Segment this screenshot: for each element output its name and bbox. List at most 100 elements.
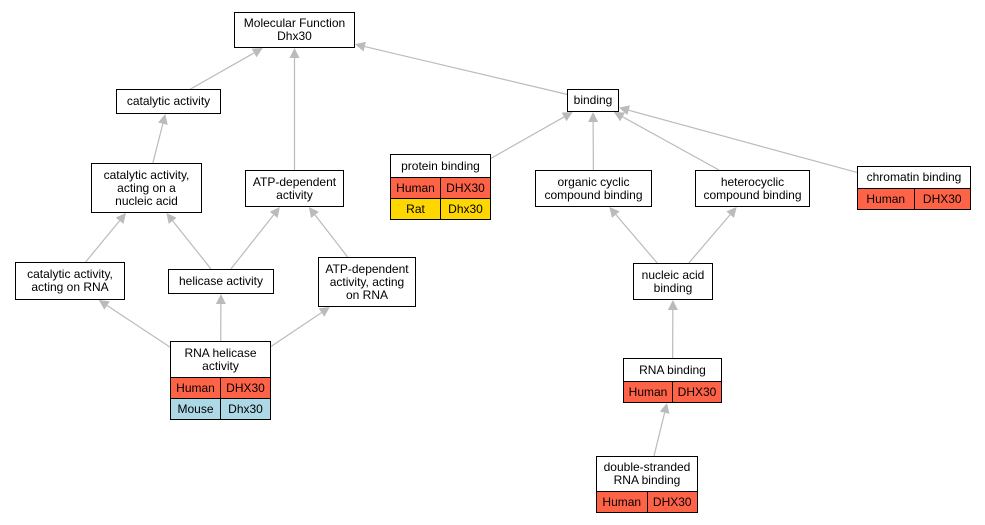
edge-ds_rna_binding-to-rna_binding: [653, 412, 666, 457]
node-rna-binding[interactable]: RNA binding: [623, 358, 722, 382]
arrowhead-binding-to-molecular_function: [355, 41, 366, 52]
node-label-line: double-stranded: [603, 460, 691, 474]
arrowhead-catalytic_activity-to-molecular_function: [251, 48, 263, 58]
node-label-line: catalytic activity,: [103, 167, 190, 182]
node-label-line: Dhx30: [277, 29, 312, 43]
arrowhead-atp_dependent-to-molecular_function: [289, 48, 300, 58]
node-label-line: acting on a: [117, 180, 176, 195]
annotation-table-rna-binding: Human DHX30: [623, 381, 722, 403]
node-label-line: heterocyclic: [720, 174, 785, 189]
node-label-line: catalytic activity,: [27, 267, 113, 281]
gene-cell: DHX30: [672, 382, 721, 402]
arrowhead-ds_rna_binding-to-rna_binding: [659, 403, 670, 414]
species-cell: Rat: [406, 202, 425, 216]
node-label-line: nucleic acid: [641, 267, 705, 282]
arrowhead-rna_helicase-to-helicase: [215, 294, 226, 305]
edge-binding-to-molecular_function: [364, 46, 568, 95]
edge-catalytic_nucleic-to-catalytic_activity: [152, 123, 164, 164]
species-cell: Mouse: [177, 402, 214, 416]
edge-rna_helicase-to-atp_dependent_rna: [270, 312, 322, 348]
gene-cell: Dhx30: [440, 199, 490, 219]
gene-cell: Dhx30: [220, 399, 270, 419]
node-label-line: activity: [202, 358, 239, 373]
species-cell: Human: [866, 192, 906, 206]
node-label-line: helicase activity: [178, 274, 264, 288]
node-label-line: nucleic acid: [115, 193, 178, 208]
node-label-line: binding: [573, 93, 613, 107]
edge-catalytic_activity-to-molecular_function: [190, 52, 255, 90]
annotation-row: Rat Dhx30: [391, 198, 490, 219]
node-catalytic-activity[interactable]: catalytic activity: [116, 89, 221, 114]
annotation-table-chromatin-binding: Human DHX30: [857, 188, 971, 210]
edge-atp_dependent_rna-to-atp_dependent: [314, 214, 349, 258]
gene-cell: DHX30: [646, 492, 698, 512]
node-label-line: ATP-dependent: [252, 174, 337, 189]
arrowhead-helicase-to-atp_dependent: [269, 207, 280, 218]
arrowhead-helicase-to-catalytic_nucleic: [166, 213, 177, 224]
annotation-row: Human DHX30: [391, 177, 490, 198]
edge-chromatin_binding-to-binding: [628, 109, 858, 174]
edge-nucleic_acid_binding-to-organic_cyclic: [615, 214, 658, 264]
arrowhead-rna_helicase-to-catalytic_rna: [98, 300, 110, 310]
annotation-row: Mouse Dhx30: [171, 398, 270, 419]
node-label-line: protein binding: [401, 158, 480, 173]
node-label-line: chromatin binding: [866, 170, 962, 184]
node-label-line: on RNA: [345, 287, 388, 302]
arrowhead-nucleic_acid_binding-to-heterocyclic: [726, 207, 737, 218]
edge-heterocyclic-to-binding: [622, 116, 720, 171]
species-cell: Human: [602, 495, 642, 509]
species-cell: Human: [628, 385, 668, 399]
node-label-line: Molecular Function: [243, 16, 346, 30]
node-label-line: activity: [276, 187, 313, 202]
node-binding[interactable]: binding: [567, 89, 619, 112]
edge-rna_helicase-to-catalytic_rna: [106, 305, 171, 348]
species-cell: Human: [396, 181, 435, 195]
node-label-line: compound binding: [703, 187, 802, 202]
edge-helicase-to-atp_dependent: [230, 214, 275, 270]
node-label-line: activity, acting: [329, 274, 405, 289]
node-label-line: RNA binding: [639, 362, 706, 377]
node-chromatin-binding[interactable]: chromatin binding: [857, 166, 971, 189]
node-label-line: RNA helicase: [184, 345, 257, 360]
node-label-line: catalytic activity: [126, 94, 211, 108]
annotation-table-double-stranded-rna-binding: Human DHX30: [596, 491, 698, 513]
annotation-row: Human DHX30: [858, 188, 970, 209]
edge-helicase-to-catalytic_nucleic: [172, 220, 212, 270]
arrowhead-organic_cyclic-to-binding: [588, 112, 599, 123]
node-label-line: binding: [653, 280, 693, 295]
gene-cell: DHX30: [440, 178, 490, 198]
annotation-row: Human DHX30: [597, 491, 697, 512]
node-catalytic-activity-rna[interactable]: catalytic activity,acting on RNA: [15, 262, 125, 300]
node-label-line: acting on RNA: [31, 280, 109, 294]
arrowhead-chromatin_binding-to-binding: [619, 105, 630, 116]
node-label-line: ATP-dependent: [325, 261, 409, 276]
node-protein-binding[interactable]: protein binding: [390, 154, 491, 178]
node-label-line: compound binding: [544, 187, 643, 202]
gene-cell: DHX30: [913, 189, 971, 209]
edge-catalytic_rna-to-catalytic_nucleic: [85, 220, 121, 263]
arrowhead-atp_dependent_rna-to-atp_dependent: [308, 207, 319, 218]
arrowhead-nucleic_acid_binding-to-organic_cyclic: [609, 207, 620, 218]
arrowhead-catalytic_rna-to-catalytic_nucleic: [115, 213, 126, 224]
node-helicase-activity[interactable]: helicase activity: [168, 269, 274, 294]
arrowhead-rna_binding-to-nucleic_acid_binding: [667, 300, 678, 311]
species-cell: Human: [176, 381, 215, 395]
edge-protein_binding-to-binding: [490, 116, 565, 159]
gene-cell: DHX30: [220, 378, 270, 398]
arrowhead-heterocyclic-to-binding: [613, 112, 626, 122]
node-label-line: organic cyclic: [557, 174, 630, 189]
annotation-row: Human DHX30: [624, 381, 721, 402]
